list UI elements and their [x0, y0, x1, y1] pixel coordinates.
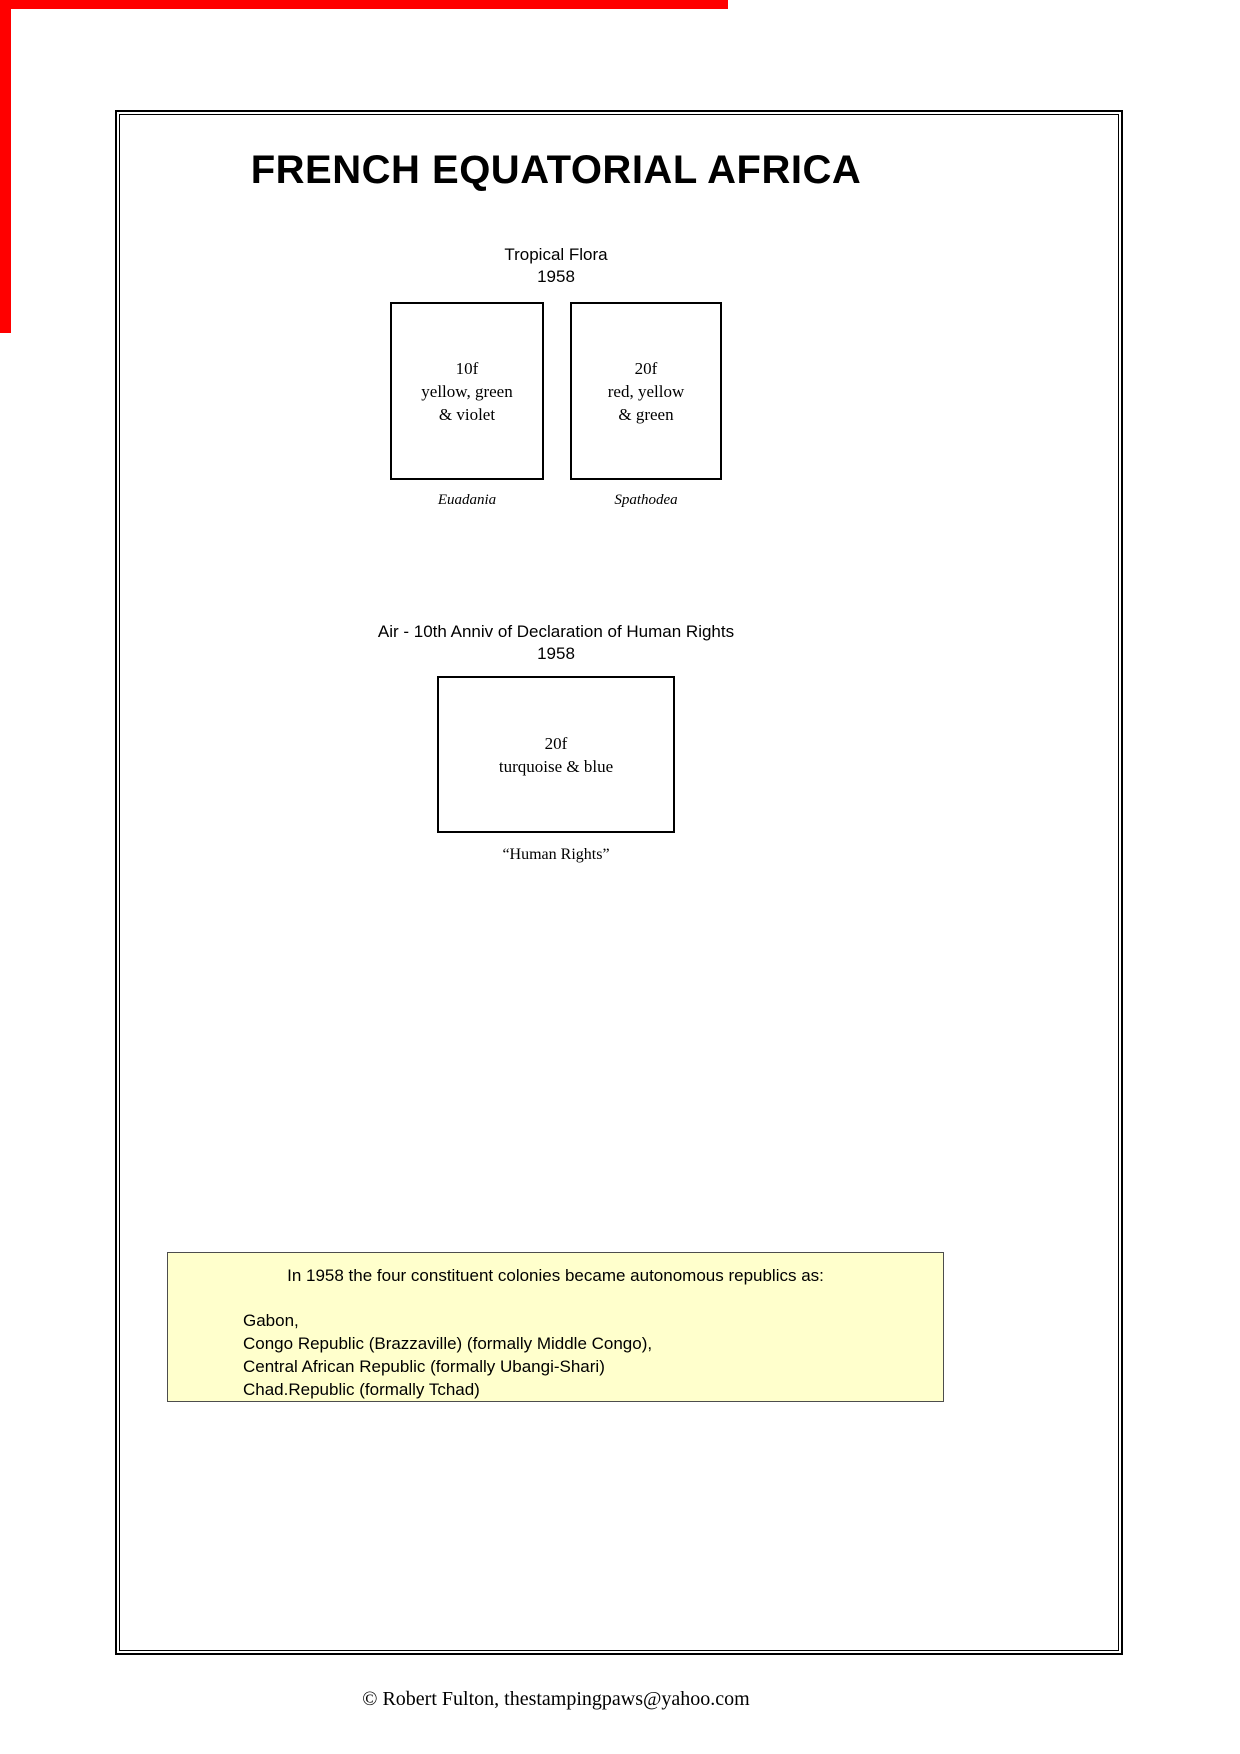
history-note-line: Gabon, — [243, 1311, 299, 1330]
section-heading-air-human-rights: Air - 10th Anniv of Declaration of Human… — [377, 622, 735, 641]
stamp-color-line: yellow, green — [421, 381, 513, 401]
stamp-box-20f-tropical-flora: 20f red, yellow & green — [570, 302, 722, 480]
stamp-description: 10f yellow, green & violet — [421, 357, 512, 426]
page-title: FRENCH EQUATORIAL AFRICA — [250, 148, 862, 192]
red-edge-top — [0, 0, 728, 9]
stamp-box-20f-human-rights: 20f turquoise & blue — [437, 676, 675, 833]
stamp-description: 20f turquoise & blue — [499, 732, 613, 778]
stamp-color-line: turquoise & blue — [498, 756, 614, 776]
stamp-denomination: 20f — [634, 358, 658, 378]
history-note-intro: In 1958 the four constituent colonies be… — [287, 1266, 824, 1285]
page-frame — [115, 110, 1123, 1655]
history-note-list: Gabon, Congo Republic (Brazzaville) (for… — [243, 1309, 943, 1401]
history-note-box: In 1958 the four constituent colonies be… — [167, 1252, 944, 1402]
section-year-air-human-rights: 1958 — [537, 644, 575, 663]
stamp-color-line: & violet — [438, 404, 496, 424]
page-frame-inner — [119, 114, 1119, 1651]
footer-credit: © Robert Fulton, thestampingpaws@yahoo.c… — [362, 1688, 750, 1710]
stamp-description: 20f red, yellow & green — [608, 357, 684, 426]
stamp-caption-euadania: Euadania — [437, 492, 497, 508]
section-heading-tropical-flora: Tropical Flora — [504, 245, 608, 264]
history-note-line: Central African Republic (formally Ubang… — [243, 1357, 605, 1376]
section-year-tropical-flora: 1958 — [537, 267, 575, 286]
history-note-line: Chad.Republic (formally Tchad) — [243, 1380, 480, 1399]
stamp-caption-spathodea: Spathodea — [614, 492, 678, 508]
stamp-color-line: & green — [618, 404, 674, 424]
history-note-line: Congo Republic (Brazzaville) (formally M… — [243, 1334, 653, 1353]
stamp-denomination: 10f — [455, 358, 479, 378]
stamp-denomination: 20f — [544, 733, 568, 753]
red-edge-left — [0, 0, 11, 333]
stamp-caption-human-rights: “Human Rights” — [502, 846, 610, 863]
stamp-box-10f-tropical-flora: 10f yellow, green & violet — [390, 302, 544, 480]
stamp-color-line: red, yellow — [607, 381, 685, 401]
